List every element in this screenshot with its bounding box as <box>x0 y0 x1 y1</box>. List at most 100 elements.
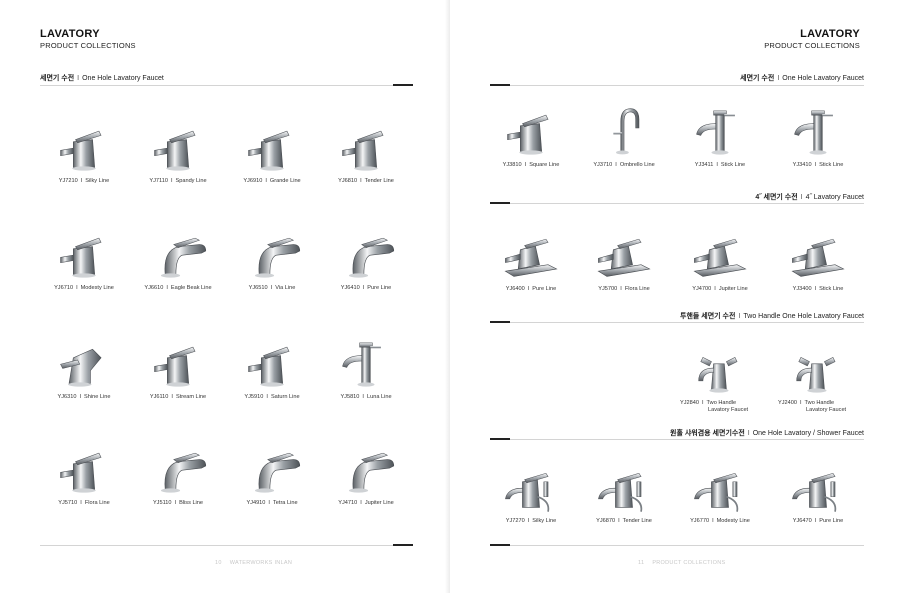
section-title-en: One Hole Lavatory / Shower Faucet <box>752 430 864 437</box>
faucet-curved-spout-icon <box>254 237 301 278</box>
section-rule <box>490 203 864 204</box>
product-code: YJ6770 <box>690 518 710 524</box>
section-rule <box>40 85 413 86</box>
product-name: Square Line <box>529 162 560 168</box>
product-name-line2: Lavatory Faucet <box>708 407 749 414</box>
product-code: YJ6810 <box>338 178 358 184</box>
product-code: YJ4710 <box>338 500 358 506</box>
section-separator: I <box>777 75 780 82</box>
faucet-deck-plate-icon <box>597 238 651 277</box>
section-rule-mark <box>490 202 510 204</box>
faucet-curved-spout-icon <box>160 237 207 278</box>
faucet-single-lever-icon <box>248 130 290 171</box>
faucet-single-lever-icon <box>154 130 196 171</box>
faucet-angular-icon <box>60 348 102 387</box>
faucet-curved-spout-icon <box>348 452 395 493</box>
faucet-tall-pillar-icon <box>696 110 735 155</box>
product-code: YJ5810 <box>340 394 360 400</box>
product-code: YJ7210 <box>58 178 78 184</box>
faucet-shower-combo-icon <box>598 472 643 512</box>
faucet-curved-spout-icon <box>254 452 301 493</box>
section-title-en: One Hole Lavatory Faucet <box>782 75 864 82</box>
footer-rule <box>40 545 413 546</box>
product-name: Pure Line <box>819 518 844 524</box>
product-code: YJ6610 <box>144 285 164 291</box>
footer-rule-mark <box>490 544 510 546</box>
brand-subtitle: PRODUCT COLLECTIONS <box>40 41 136 50</box>
product-code: YJ3810 <box>502 162 522 168</box>
product-name: Flora Line <box>624 286 650 292</box>
faucet-shower-combo-icon <box>792 472 837 512</box>
product-name: Shine Line <box>84 394 111 400</box>
product-code: YJ7270 <box>505 518 525 524</box>
brand-title: LAVATORY <box>800 28 860 40</box>
product-name: Jupiter Line <box>364 500 394 506</box>
section-title-en: 4˝ Lavatory Faucet <box>805 194 864 201</box>
product-name: Saturn Line <box>270 394 300 400</box>
product-name: Flora Line <box>84 500 110 506</box>
section-separator: I <box>738 313 741 320</box>
section-title-ko: 세면기 수전 <box>740 75 775 82</box>
product-name: Two Handle <box>804 400 835 406</box>
product-name: Silky Line <box>85 178 110 184</box>
product-name: Ombrello Line <box>619 162 655 168</box>
brand-subtitle: PRODUCT COLLECTIONS <box>764 41 860 50</box>
product-name: Tender Line <box>364 178 394 184</box>
product-name: Pure Line <box>367 285 392 291</box>
product-name: Via Line <box>275 285 296 291</box>
faucet-single-lever-icon <box>60 452 102 493</box>
product-name: Stick Line <box>819 162 844 168</box>
page-number: 10 <box>215 560 222 566</box>
product-name: Modesty Line <box>716 518 750 524</box>
section-title-ko: 투핸들 세면기 수전 <box>680 313 736 320</box>
section-rule <box>490 439 864 440</box>
product-name: Tetra Line <box>272 500 298 506</box>
product-code: YJ4910 <box>246 500 266 506</box>
footer-rule-mark <box>393 544 413 546</box>
product-code: YJ3400 <box>792 286 812 292</box>
faucet-gooseneck-icon <box>613 108 640 155</box>
section-rule-mark <box>393 84 413 86</box>
faucet-single-lever-icon <box>507 114 549 155</box>
product-name-line2: Lavatory Faucet <box>806 407 847 414</box>
faucet-curved-spout-icon <box>160 452 207 493</box>
faucet-shower-combo-icon <box>505 472 550 512</box>
